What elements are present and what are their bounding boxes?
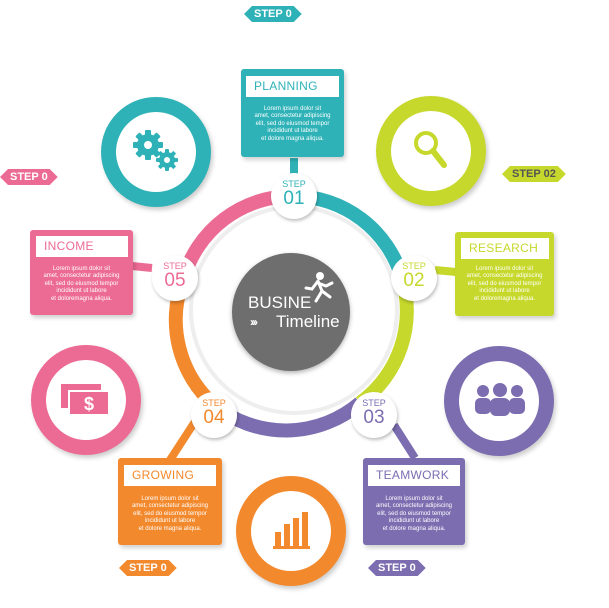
step-node-04: STEP 04: [191, 392, 237, 438]
card-growing: GROWING Lorem ipsum dolor sit amet, cons…: [118, 458, 222, 545]
card-title: RESEARCH: [461, 238, 549, 259]
bar-chart-icon: [273, 512, 310, 549]
card-body: Lorem ipsum dolor sit amet, consectetur …: [375, 496, 453, 532]
card-planning: PLANNING Lorem ipsum dolor sit amet, con…: [241, 69, 344, 157]
card-body: Lorem ipsum dolor sit amet, consectetur …: [131, 496, 209, 532]
research-icon-circle: [376, 96, 486, 206]
svg-text:$: $: [84, 394, 94, 414]
card-body: Lorem ipsum dolor sit amet, consectetur …: [254, 106, 331, 142]
card-title: PLANNING: [246, 76, 339, 97]
step-node-02: STEP 02: [391, 255, 437, 301]
gears-icon: [133, 130, 178, 171]
money-icon: $: [61, 384, 110, 416]
step-node-01: STEP 01: [271, 173, 317, 219]
planning-icon-circle: [101, 97, 211, 207]
step-node-05: STEP 05: [152, 255, 198, 301]
team-icon: [475, 383, 525, 416]
income-icon-circle: $: [31, 345, 141, 455]
card-title: INCOME: [36, 236, 128, 257]
step-tag-growing: STEP 0: [119, 560, 177, 576]
card-title: TEAMWORK: [368, 465, 460, 486]
card-teamwork: TEAMWORK Lorem ipsum dolor sit amet, con…: [363, 458, 465, 545]
card-research: RESEARCH Lorem ipsum dolor sit amet, con…: [455, 232, 554, 316]
center-title: BUSINE: [248, 293, 312, 312]
step-tag-research: STEP 02: [502, 166, 566, 182]
center-subtitle: Timeline: [276, 312, 340, 331]
card-title: GROWING: [124, 465, 216, 486]
step-node-03: STEP 03: [351, 392, 397, 438]
step-tag-planning: STEP 0: [244, 6, 302, 22]
magnifier-icon: [414, 131, 447, 168]
teamwork-icon-circle: [444, 346, 554, 456]
center-disk: BUSINE ››› Timeline: [232, 253, 350, 371]
card-body: Lorem ipsum dolor sit amet, consectetur …: [43, 266, 120, 302]
card-income: INCOME Lorem ipsum dolor sit amet, conse…: [30, 230, 133, 315]
step-tag-teamwork: STEP 0: [368, 560, 426, 576]
card-body: Lorem ipsum dolor sit amet, consectetur …: [466, 266, 543, 302]
runner-icon: [304, 272, 334, 303]
growing-icon-circle: [236, 476, 346, 586]
step-tag-income: STEP 0: [0, 169, 58, 185]
chevrons-icon: ›››: [250, 315, 258, 329]
